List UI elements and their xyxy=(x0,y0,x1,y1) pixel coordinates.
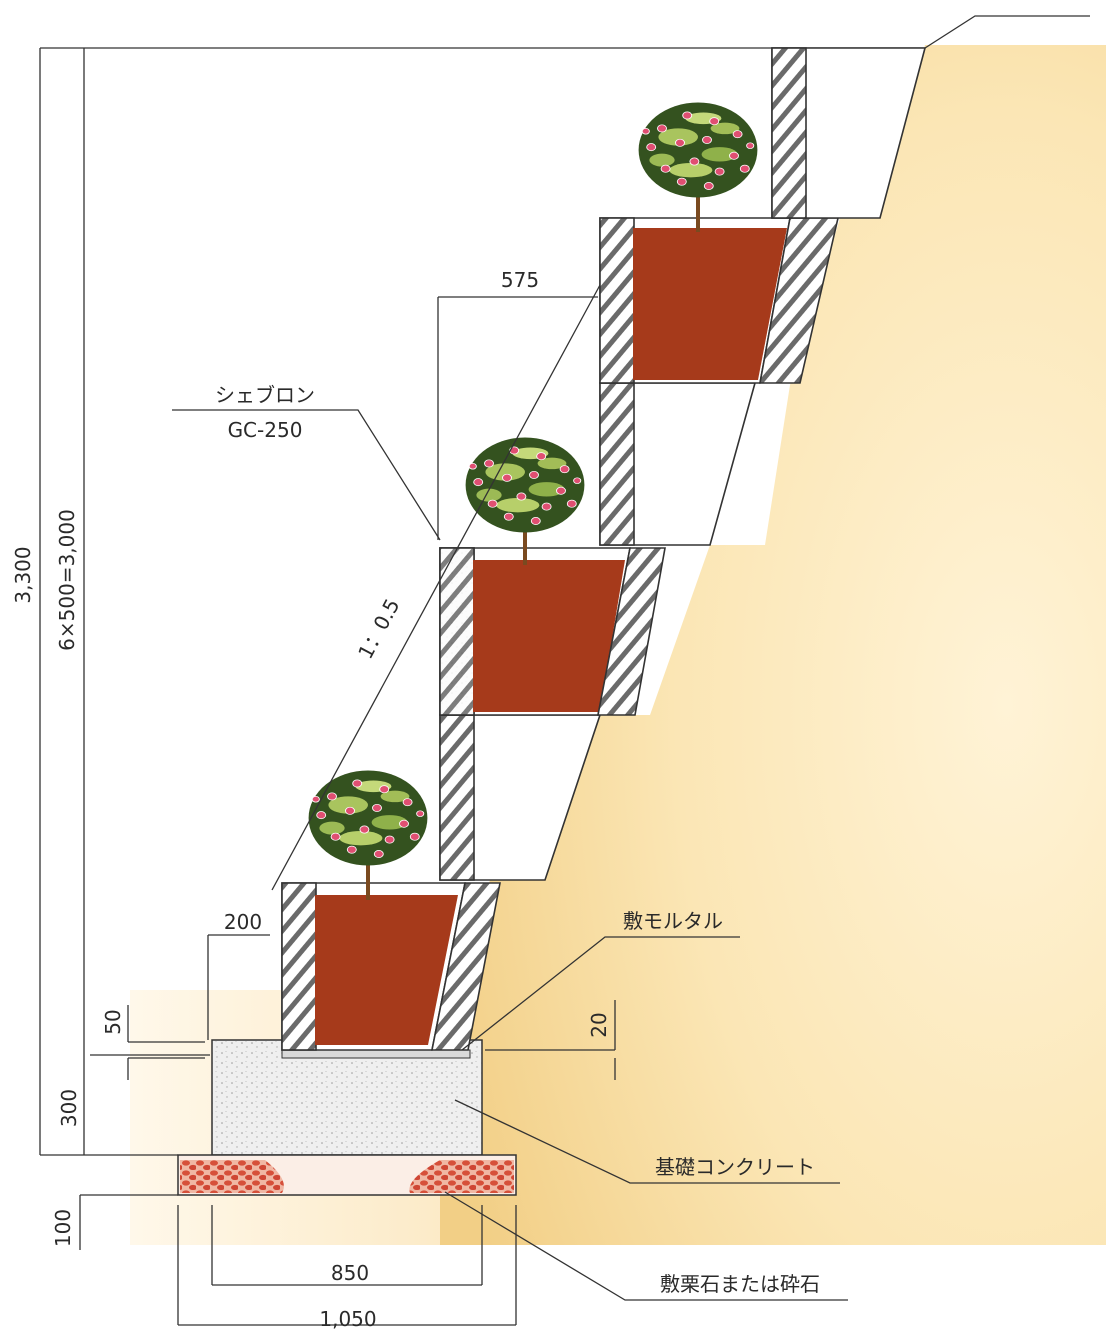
gravel-label: 敷栗石または砕石 xyxy=(660,1272,820,1296)
shrub-icon xyxy=(308,770,428,900)
gravel-right xyxy=(409,1160,514,1193)
gravel-left xyxy=(180,1160,284,1193)
dimension-lines xyxy=(39,48,616,1326)
chevron-name-label: シェブロン xyxy=(215,383,315,407)
slope-ratio-label: 1：0.5 xyxy=(353,595,404,663)
foundation-concrete xyxy=(211,1039,483,1156)
dim-mortar-right: 20 xyxy=(587,1012,611,1037)
mortar-layer xyxy=(281,1049,471,1059)
dim-wall-height: 6×500=3,000 xyxy=(55,509,79,651)
dim-mortar-top: 50 xyxy=(101,1009,125,1034)
dim-foundation-height: 300 xyxy=(57,1089,81,1127)
mortar-label: 敷モルタル xyxy=(623,909,723,933)
dim-inner-width: 850 xyxy=(331,1261,369,1285)
leader-lines xyxy=(172,409,848,1301)
chevron-model-label: GC-250 xyxy=(228,418,303,442)
slope-line xyxy=(271,284,601,891)
dim-gravel-height: 100 xyxy=(51,1209,75,1247)
dim-step-offset: 575 xyxy=(501,268,539,292)
retained-earth xyxy=(440,45,1106,1245)
dim-total-height: 3,300 xyxy=(11,546,35,603)
block-course-1 xyxy=(281,882,501,1051)
dim-block-depth: 200 xyxy=(224,910,262,934)
shrub-icon xyxy=(638,102,758,232)
block-course-4 xyxy=(599,382,757,546)
block-course-5 xyxy=(599,217,840,384)
foundation-label: 基礎コンクリート xyxy=(655,1155,815,1179)
block-course-2 xyxy=(439,714,602,881)
dim-outer-width: 1,050 xyxy=(319,1307,376,1331)
block-course-3 xyxy=(439,547,666,716)
top-ground-line xyxy=(40,15,1090,49)
shrub-icon xyxy=(465,437,585,565)
block-course-6 xyxy=(771,47,927,219)
